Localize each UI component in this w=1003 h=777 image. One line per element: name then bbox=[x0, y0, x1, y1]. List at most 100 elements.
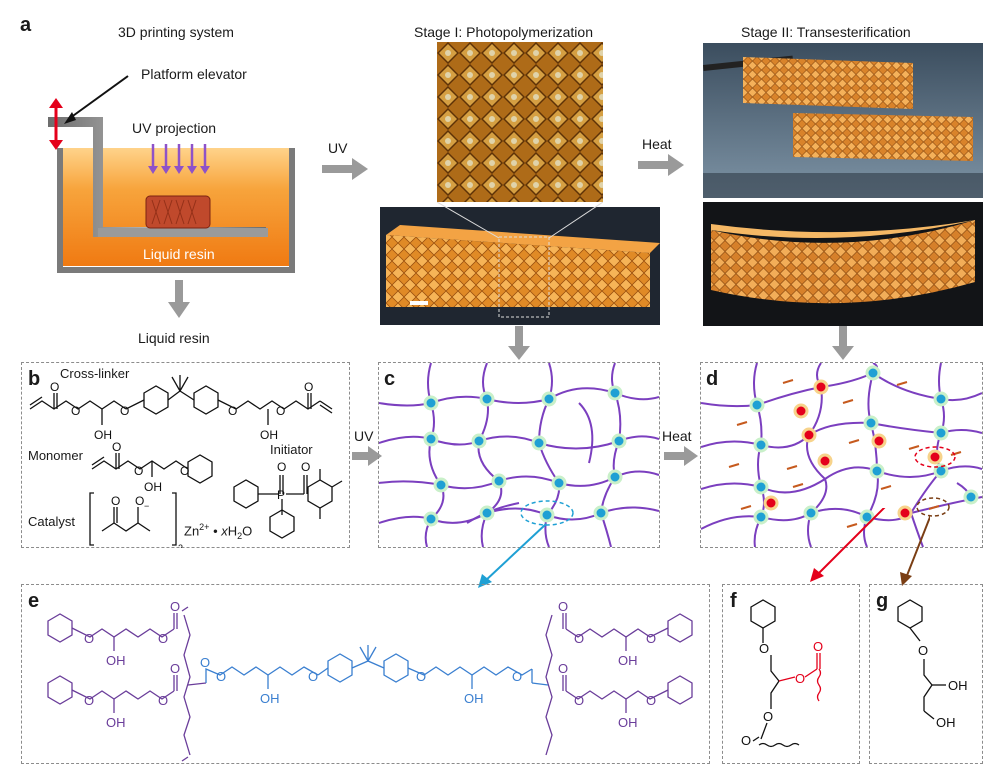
g-oh-1: OH bbox=[948, 678, 968, 693]
stage1-closeup-photo bbox=[437, 42, 603, 202]
water-o: O bbox=[242, 523, 253, 539]
zoom-lines bbox=[437, 202, 603, 239]
uv-rays-icon bbox=[151, 144, 207, 168]
panel-f-structure: O O O O O bbox=[741, 599, 823, 748]
uv-projection-label: UV projection bbox=[132, 120, 217, 136]
zinc-label: Zn2+ • xH2O bbox=[184, 522, 252, 541]
f-o-2: O bbox=[795, 671, 805, 686]
panel-d-frame bbox=[700, 362, 983, 548]
uv-label-top: UV bbox=[328, 140, 348, 156]
oh-group-1: OH bbox=[94, 428, 112, 442]
vat-wall bbox=[57, 148, 295, 273]
e-o-6: O bbox=[170, 661, 180, 676]
e-o-12: O bbox=[558, 599, 568, 614]
o-atom-4: O bbox=[228, 404, 237, 418]
f-o-3: O bbox=[813, 639, 823, 654]
platform-elevator-label: Platform elevator bbox=[141, 66, 247, 82]
o-atom-8: O bbox=[134, 464, 143, 478]
stage2-bars-photo bbox=[703, 43, 983, 198]
e-oh-6: OH bbox=[618, 715, 638, 730]
printed-object bbox=[145, 195, 211, 229]
panel-g-frame bbox=[869, 584, 983, 764]
elevator-arrow-icon bbox=[49, 98, 63, 150]
oh-group-3: OH bbox=[144, 480, 162, 494]
e-oh-4: OH bbox=[464, 691, 484, 706]
monomer-label: Monomer bbox=[28, 448, 83, 463]
g-o-1: O bbox=[918, 643, 928, 658]
e-o-14: O bbox=[646, 631, 656, 646]
panel-f-frame bbox=[722, 584, 860, 764]
stage1-bar-photo bbox=[380, 207, 660, 325]
o-minus: − bbox=[144, 501, 149, 511]
catalyst-label: Catalyst bbox=[28, 514, 75, 529]
g-oh-2: OH bbox=[936, 715, 956, 730]
panel-g-structure: O OH OH bbox=[897, 599, 968, 730]
panel-c-frame bbox=[378, 362, 660, 548]
heat-label-mid: Heat bbox=[662, 428, 692, 444]
e-oh-2: OH bbox=[106, 715, 126, 730]
e-o-13: O bbox=[574, 631, 584, 646]
f-o-4: O bbox=[763, 709, 773, 724]
build-platform bbox=[98, 228, 268, 237]
o-atom-6: O bbox=[304, 380, 313, 394]
zinc-symbol: Zn bbox=[184, 523, 200, 539]
p-atom: P bbox=[277, 488, 285, 502]
network-c bbox=[379, 363, 659, 547]
initiator-label: Initiator bbox=[270, 442, 313, 457]
f-o-1: O bbox=[759, 641, 769, 656]
o-atom-9: O bbox=[180, 464, 189, 478]
right-arrow-icon-heat bbox=[638, 154, 684, 176]
o-atom-2: O bbox=[120, 404, 129, 418]
water-x: x bbox=[221, 523, 228, 539]
e-o-1: O bbox=[84, 631, 94, 646]
o-atom-3: O bbox=[50, 380, 59, 394]
panel-e-structure: O OH O O O OH O O O O OH O O OH O O O OH… bbox=[47, 599, 693, 762]
panel-label-f: f bbox=[730, 590, 737, 612]
crosslinker-label: Cross-linker bbox=[60, 366, 130, 381]
panel-label-a: a bbox=[20, 14, 32, 36]
printer-vat-illustration bbox=[48, 75, 295, 273]
stage1-title: Stage I: Photopolymerization bbox=[414, 24, 593, 40]
o-atom-10: O bbox=[277, 460, 286, 474]
e-o-8: O bbox=[216, 669, 226, 684]
e-o-2: O bbox=[158, 631, 168, 646]
right-arrow-icon bbox=[322, 158, 368, 180]
elevator-pointer bbox=[69, 75, 129, 119]
f-o-5: O bbox=[741, 733, 751, 748]
right-arrow-icon-mid bbox=[352, 446, 382, 466]
oh-group-2: OH bbox=[260, 428, 278, 442]
o-atom-13: O bbox=[135, 494, 144, 508]
printing-system-title: 3D printing system bbox=[118, 24, 234, 40]
stage2-curved-photo bbox=[703, 202, 983, 326]
e-oh-5: OH bbox=[618, 653, 638, 668]
o-atom-1: O bbox=[71, 404, 80, 418]
vat-resin-label: Liquid resin bbox=[143, 246, 215, 262]
water-h: H bbox=[227, 523, 238, 539]
down-arrow-icon-c bbox=[508, 326, 530, 360]
e-o-5: O bbox=[158, 693, 168, 708]
panel-label-e: e bbox=[28, 590, 40, 612]
e-o-15: O bbox=[558, 661, 568, 676]
panel-label-b: b bbox=[28, 368, 41, 390]
o-atom-7: O bbox=[112, 440, 121, 454]
e-o-17: O bbox=[646, 693, 656, 708]
e-o-16: O bbox=[574, 693, 584, 708]
e-o-11: O bbox=[512, 669, 522, 684]
panel-label-d: d bbox=[706, 368, 719, 390]
heat-label-top: Heat bbox=[642, 136, 672, 152]
o-atom-5: O bbox=[276, 404, 285, 418]
down-arrow-icon bbox=[168, 280, 190, 318]
zinc-charge: 2+ bbox=[199, 522, 210, 532]
bracket-subscript: 2 bbox=[178, 543, 183, 548]
panel-label-g: g bbox=[876, 590, 889, 612]
e-o-3: O bbox=[170, 599, 180, 614]
connector-arrows bbox=[478, 508, 930, 588]
down-arrow-icon-d bbox=[832, 326, 854, 360]
o-atom-11: O bbox=[301, 460, 310, 474]
right-arrow-icon-heat-mid bbox=[664, 446, 698, 466]
network-d bbox=[701, 363, 982, 547]
e-o-10: O bbox=[416, 669, 426, 684]
water-subscript: 2 bbox=[237, 530, 243, 541]
panel-e-frame bbox=[21, 584, 710, 764]
e-o-9: O bbox=[308, 669, 318, 684]
